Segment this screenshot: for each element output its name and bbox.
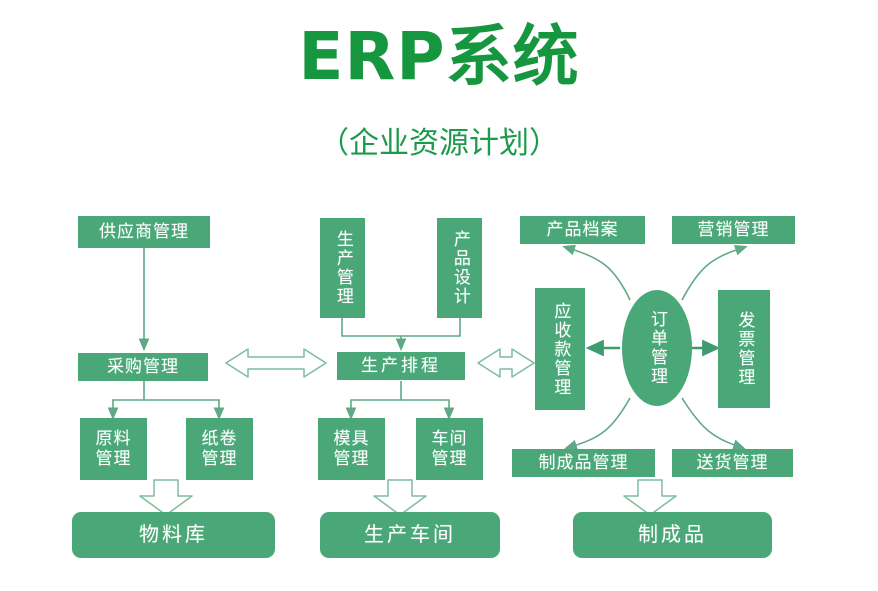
node-mold-management[interactable]: 模具 管理 bbox=[318, 418, 385, 480]
connector-schedule-to-shopfloor bbox=[345, 381, 455, 421]
node-product-archive[interactable]: 产品档案 bbox=[520, 216, 645, 244]
node-invoice-management[interactable]: 发票管理 bbox=[718, 290, 770, 408]
node-finished-goods[interactable]: 制成品 bbox=[573, 512, 772, 558]
page-subtitle: （企业资源计划） bbox=[319, 126, 559, 161]
node-finished-goods-management[interactable]: 制成品管理 bbox=[512, 449, 655, 477]
connector-purchase-to-materials bbox=[107, 381, 225, 421]
node-production-scheduling[interactable]: 生产排程 bbox=[337, 352, 465, 380]
connector-purchase-schedule-double-arrow bbox=[225, 348, 327, 378]
node-raw-material-management[interactable]: 原料 管理 bbox=[80, 418, 147, 480]
node-production-management[interactable]: 生产管理 bbox=[320, 218, 365, 318]
node-production-workshop[interactable]: 生产车间 bbox=[320, 512, 500, 558]
connector-production-inputs-to-schedule bbox=[341, 318, 461, 352]
connector-schedule-receivable-double-arrow bbox=[477, 348, 535, 378]
page-title: ERP系统 bbox=[298, 18, 580, 95]
node-supplier-management[interactable]: 供应商管理 bbox=[78, 216, 210, 248]
node-paper-roll-management[interactable]: 纸卷 管理 bbox=[186, 418, 253, 480]
connector-materials-to-store-block-arrow bbox=[139, 479, 193, 516]
node-workshop-management[interactable]: 车间 管理 bbox=[416, 418, 483, 480]
node-accounts-receivable-management[interactable]: 应收款管理 bbox=[535, 288, 585, 410]
node-delivery-management[interactable]: 送货管理 bbox=[672, 449, 793, 477]
node-purchase-management[interactable]: 采购管理 bbox=[78, 353, 208, 381]
node-marketing-management[interactable]: 营销管理 bbox=[672, 216, 795, 244]
node-order-management[interactable]: 订单管理 bbox=[622, 290, 692, 406]
node-product-design[interactable]: 产品设计 bbox=[437, 218, 482, 318]
connector-shopfloor-to-workshop-block-arrow bbox=[373, 479, 427, 516]
node-material-store[interactable]: 物料库 bbox=[72, 512, 275, 558]
connector-finished-block-arrow bbox=[623, 479, 677, 516]
